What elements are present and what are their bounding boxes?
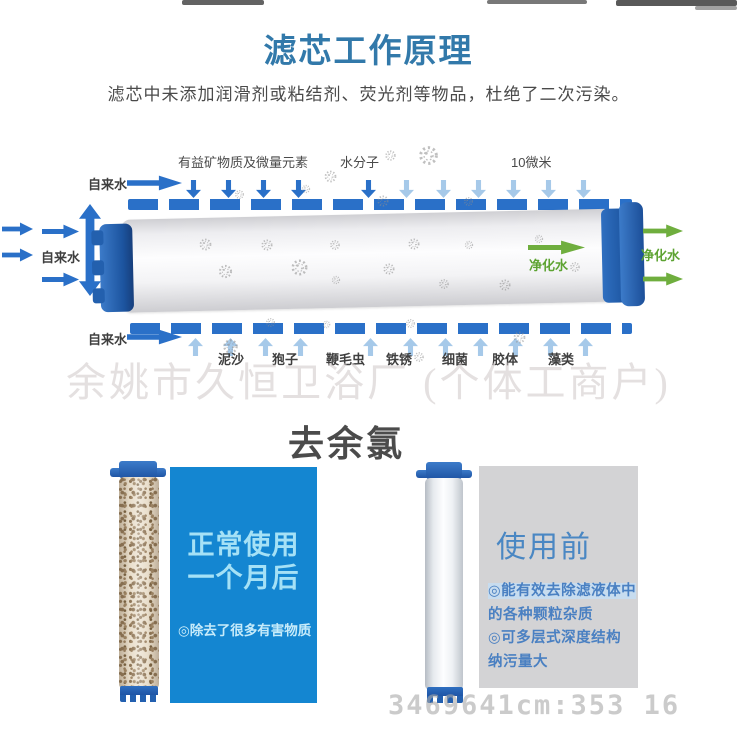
- purified-water-label-right: 净化水: [641, 248, 681, 263]
- down-arrow-icon: [399, 180, 414, 198]
- filter-bottom-cap: [120, 686, 158, 702]
- up-arrow-icon: [473, 338, 488, 356]
- germ-icon: [462, 195, 475, 208]
- top-edge-smudge: [616, 0, 737, 6]
- section-title-chlorine: 去余氯: [288, 423, 406, 464]
- page-subtitle: 滤芯中未添加润滑剂或粘结剂、荧光剂等物品，杜绝了二次污染。: [107, 85, 630, 104]
- germ-icon: [406, 236, 422, 252]
- label-10-micron: 10微米: [511, 155, 552, 170]
- used-filter-body: [119, 477, 159, 689]
- germ-icon: [375, 193, 391, 209]
- germ-icon: [233, 188, 246, 201]
- down-arrow-icon: [256, 180, 271, 198]
- up-arrow-icon: [188, 338, 203, 356]
- germ-icon: [568, 260, 582, 274]
- used-info-bullet: ◎除去了很多有害物质: [178, 623, 312, 638]
- germ-icon: [300, 183, 312, 195]
- flow-arrow-right-icon: [2, 248, 33, 262]
- contaminant-label: 胶体: [492, 352, 519, 367]
- flow-arrow-right-icon: [2, 222, 33, 236]
- used-filter-info-box: 正常使用 一个月后 ◎除去了很多有害物质: [170, 467, 317, 703]
- used-heading-line1: 正常使用: [187, 530, 300, 560]
- contaminant-label: 鞭毛虫: [326, 352, 366, 367]
- before-use-line: 的各种颗粒杂质: [488, 606, 593, 623]
- cap-nub: [92, 288, 105, 304]
- filter-top-cap: [426, 462, 462, 479]
- contaminant-label: 铁锈: [386, 352, 413, 367]
- germ-icon: [259, 237, 275, 253]
- germ-icon: [328, 238, 342, 252]
- top-edge-smudge: [182, 0, 264, 5]
- filter-bottom-cap: [427, 687, 463, 703]
- up-arrow-icon: [258, 338, 273, 356]
- top-edge-smudge: [487, 0, 587, 4]
- factory-watermark: 余姚市久恒卫浴厂 (个体工商户): [66, 360, 671, 405]
- contaminant-label: 泥沙: [218, 352, 245, 367]
- contaminant-label: 细菌: [442, 352, 469, 367]
- germ-icon: [330, 274, 342, 286]
- germ-icon: [437, 277, 451, 291]
- germ-icon: [497, 277, 513, 293]
- down-arrow-icon: [576, 180, 591, 198]
- germ-icon: [511, 329, 528, 346]
- down-arrow-icon: [436, 180, 451, 198]
- purified-water-label-inner: 净化水: [529, 258, 569, 273]
- label-water-molecule: 水分子: [340, 155, 380, 170]
- before-use-title: 使用前: [496, 531, 592, 564]
- germ-icon: [415, 142, 442, 169]
- flow-arrow-right-icon: [127, 175, 182, 191]
- used-info-heading: 正常使用 一个月后: [170, 529, 317, 595]
- dashed-flow-bar-bottom: [130, 323, 632, 334]
- germ-icon: [322, 168, 339, 185]
- germ-icon: [321, 319, 332, 330]
- germ-icon: [412, 350, 426, 364]
- germ-icon: [216, 262, 235, 281]
- before-use-line: ◎可多层式深度结构: [488, 630, 622, 646]
- label-minerals: 有益矿物质及微量元素: [178, 155, 309, 170]
- top-edge-smudge: [695, 6, 737, 10]
- up-arrow-icon: [578, 338, 593, 356]
- page-title: 滤芯工作原理: [263, 32, 474, 69]
- germ-icon: [197, 236, 214, 253]
- tap-water-label-left: 自来水: [41, 250, 81, 265]
- down-arrow-icon: [186, 180, 201, 198]
- tap-water-label-top: 自来水: [88, 177, 128, 192]
- germ-icon: [463, 239, 475, 251]
- contaminant-label: 藻类: [548, 352, 575, 367]
- germ-icon: [381, 261, 397, 277]
- contaminant-label: 狍子: [272, 352, 299, 367]
- germ-icon: [288, 256, 311, 279]
- up-arrow-icon: [363, 338, 378, 356]
- down-arrow-icon: [541, 180, 556, 198]
- tap-water-label-bottom: 自来水: [88, 332, 128, 347]
- germ-icon: [264, 316, 277, 329]
- before-use-line: ◎能有效去除滤液体中: [488, 583, 637, 599]
- down-arrow-icon: [361, 180, 376, 198]
- used-heading-line2: 一个月后: [187, 563, 300, 593]
- new-filter-body: [425, 478, 463, 690]
- flow-arrow-right-icon: [42, 272, 79, 287]
- before-use-info-box: 使用前 ◎能有效去除滤液体中 的各种颗粒杂质 ◎可多层式深度结构 纳污量大: [479, 466, 638, 688]
- before-use-line: 纳污量大: [488, 653, 548, 670]
- flow-arrow-right-icon: [42, 224, 79, 239]
- down-arrow-icon: [506, 180, 521, 198]
- before-use-text: ◎能有效去除滤液体中 的各种颗粒杂质 ◎可多层式深度结构 纳污量大: [488, 580, 637, 674]
- cap-nub: [91, 230, 104, 246]
- germ-icon: [533, 233, 545, 245]
- germ-icon: [404, 317, 417, 330]
- germ-icon: [383, 148, 398, 163]
- filter-top-cap: [119, 461, 157, 478]
- cap-nub: [91, 260, 105, 276]
